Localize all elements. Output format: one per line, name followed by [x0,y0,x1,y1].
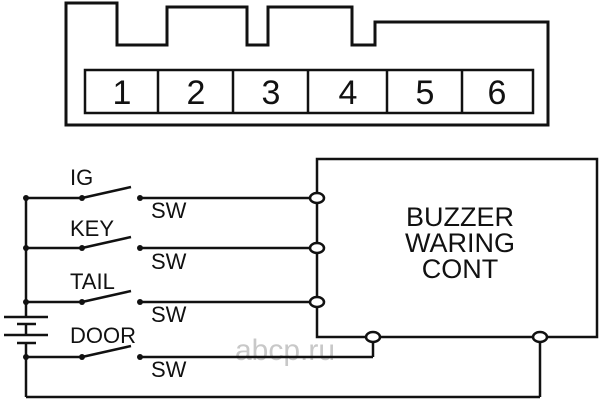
connector-outline [64,1,550,127]
connector-pins [83,68,535,115]
pin-4: 4 [339,74,358,112]
watermark: abcp.ru [235,334,335,367]
door-switch-suffix: SW [151,357,187,382]
battery-icon [4,315,48,345]
switch-contacts [23,195,143,360]
module-label-line2: WARING [405,228,515,258]
key-switch-suffix: SW [151,249,187,274]
circuit-wires [24,157,599,399]
ig-switch-suffix: SW [151,198,187,223]
tail-switch-label: TAIL [70,269,115,294]
door-switch-label: DOOR [70,323,136,348]
module-terminals [308,191,549,344]
key-switch-label: KEY [70,216,114,241]
pin-5: 5 [416,74,435,112]
pin-6: 6 [488,74,507,112]
pin-3: 3 [262,74,281,112]
tail-switch-suffix: SW [151,302,187,327]
ig-switch-label: IG [70,165,93,190]
pin-2: 2 [187,74,206,112]
svg-text:abcp.ru: abcp.ru [235,334,335,367]
module-label-line1: BUZZER [406,202,514,232]
pin-1: 1 [113,74,132,112]
module-label-line3: CONT [422,254,499,284]
